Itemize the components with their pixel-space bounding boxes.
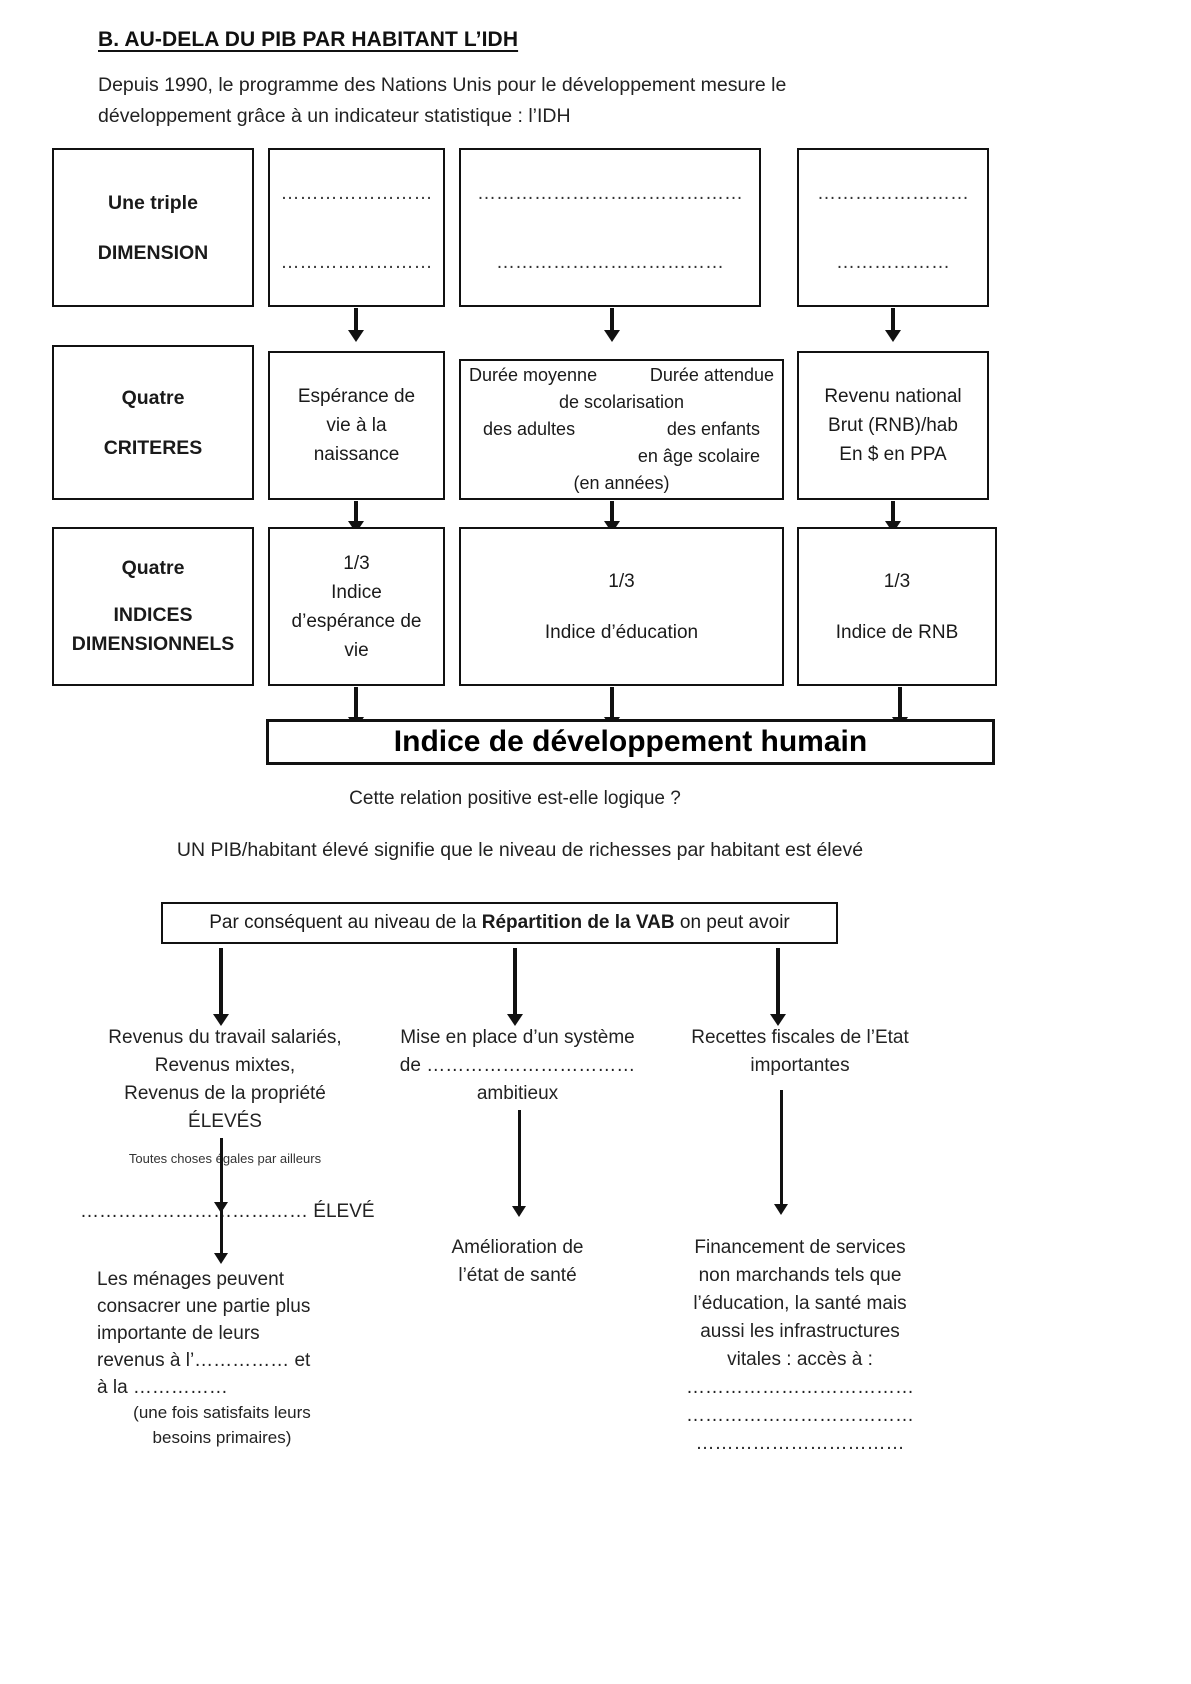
vab-prefix: Par conséquent au niveau de la (209, 912, 482, 933)
col-systeme-heading-line2: de …………………………… (385, 1052, 650, 1080)
row-label-indices-line3: DIMENSIONNELS (71, 633, 235, 655)
col-systeme-de: de (399, 1055, 427, 1076)
row-label-dimension-line1: Une triple (108, 191, 198, 214)
scolarisation-en-annees: (en années) (573, 473, 670, 493)
col-systeme-heading-line1: Mise en place d’un système (400, 1027, 635, 1048)
intro-line-2: développement grâce à un indicateur stat… (98, 105, 571, 127)
col-revenus-body-line4-b: et (289, 1350, 311, 1371)
col-recettes-outcome-line4: aussi les infrastructures (700, 1321, 900, 1342)
col-systeme-blank[interactable]: …………………………… (426, 1055, 636, 1076)
col-systeme-outcome-line1: Amélioration de (451, 1237, 584, 1258)
col-revenus-body-line2: consacrer une partie plus (97, 1296, 311, 1317)
col-revenus-blank-2[interactable]: …………… (132, 1377, 228, 1398)
col-revenus-footnote-line1: (une fois satisfaits leurs (133, 1403, 311, 1422)
indice-education-fraction: 1/3 (608, 570, 635, 592)
section-title: B. AU-DELA DU PIB PAR HABITANT L’IDH (98, 28, 519, 51)
row-label-criteres-line2: CRITERES (103, 436, 203, 459)
dimension-blank-2-line2: ……………………………… (496, 251, 724, 273)
dimension-blank-1-line1: …………………… (280, 182, 433, 204)
critere-revenu-national-brut: Revenu national Brut (RNB)/hab En $ en P… (797, 351, 989, 500)
dimension-blank-2-line1: …………………………………… (477, 182, 743, 204)
indice-esperance-text: Indice d’espérance de vie (291, 581, 422, 661)
col-revenus-eleve-word: ÉLEVÉ (308, 1201, 375, 1222)
row-label-dimension-line2: DIMENSION (97, 241, 209, 264)
col-revenus-body-line4: revenus à l’…………… et (97, 1347, 343, 1374)
col-revenus-body-line3: importante de leurs (97, 1323, 260, 1344)
col-revenus-note: Toutes choses égales par ailleurs (128, 1151, 322, 1166)
scolarisation-des-enfants: des enfants (666, 419, 760, 439)
col-recettes-outcome: Financement de services non marchands te… (655, 1234, 945, 1458)
scolarisation-de-scolarisation: de scolarisation (558, 392, 685, 412)
indice-rnb-fraction: 1/3 (883, 570, 911, 592)
indice-education-text: Indice d’éducation (544, 621, 699, 643)
col-systeme-outcome-line2: l’état de santé (458, 1265, 577, 1286)
dimension-blank-3[interactable]: …………………… ……………… (797, 148, 989, 307)
col-revenus-heading: Revenus du travail salariés, Revenus mix… (108, 1027, 342, 1132)
col-recettes-blank-1[interactable]: ……………………………… (686, 1377, 914, 1398)
col-revenus-body-line4-a: revenus à l’ (97, 1350, 195, 1371)
scolarisation-en-age-scolaire: en âge scolaire (637, 446, 760, 466)
idh-result-banner: Indice de développement humain (266, 719, 995, 765)
pib-statement: UN PIB/habitant élevé signifie que le ni… (176, 839, 864, 861)
col-revenus-eleve-line: ……………………………… ÉLEVÉ (80, 1198, 380, 1226)
row-label-dimension: Une triple DIMENSION (52, 148, 254, 307)
vab-suffix: on peut avoir (674, 912, 790, 933)
col-recettes-heading: Recettes fiscales de l’Etat importantes (655, 1024, 945, 1080)
idh-result-label: Indice de développement humain (393, 725, 868, 758)
col-revenus-footnote-line2: besoins primaires) (152, 1428, 292, 1447)
vab-bold-term: Répartition de la VAB (481, 912, 675, 933)
col-recettes-outcome-line2: non marchands tels que (698, 1265, 902, 1286)
col-recettes-outcome-line3: l’éducation, la santé mais (693, 1293, 907, 1314)
indice-esperance-de-vie: 1/3 Indice d’espérance de vie (268, 527, 445, 686)
col-recettes-blank-2[interactable]: ……………………………… (686, 1405, 914, 1426)
dimension-blank-2[interactable]: …………………………………… ……………………………… (459, 148, 761, 307)
col-revenus-body-line1: Les ménages peuvent (97, 1269, 284, 1290)
dimension-blank-3-line2: ……………… (836, 251, 950, 273)
relation-question: Cette relation positive est-elle logique… (349, 788, 681, 809)
repartition-vab-box: Par conséquent au niveau de la Répartiti… (161, 902, 838, 944)
row-label-indices-line1: Quatre (121, 557, 185, 579)
critere-esperance-de-vie-text: Espérance de vie à la naissance (297, 386, 416, 465)
indice-rnb: 1/3 Indice de RNB (797, 527, 997, 686)
row-label-indices-line2: INDICES (113, 604, 193, 626)
critere-esperance-de-vie: Espérance de vie à la naissance (268, 351, 445, 500)
critere-scolarisation: Durée moyenne Durée attendue de scolaris… (459, 359, 784, 500)
intro-paragraph: Depuis 1990, le programme des Nations Un… (98, 70, 978, 132)
col-systeme-outcome: Amélioration de l’état de santé (385, 1234, 650, 1290)
col-recettes-heading-line1: Recettes fiscales de l’Etat (691, 1027, 909, 1048)
row-label-indices: Quatre INDICES DIMENSIONNELS (52, 527, 254, 686)
col-revenus-body-line5: à la …………… (97, 1374, 343, 1401)
indice-esperance-fraction: 1/3 (343, 552, 370, 574)
dimension-blank-1[interactable]: …………………… …………………… (268, 148, 445, 307)
col-revenus-eleve-dots[interactable]: ……………………………… (80, 1201, 308, 1222)
dimension-blank-1-line2: …………………… (280, 251, 433, 273)
col-recettes-outcome-line5: vitales : accès à : (727, 1349, 873, 1370)
col-revenus-body: Les ménages peuvent consacrer une partie… (97, 1266, 343, 1401)
col-revenus-footnote: (une fois satisfaits leurs besoins prima… (97, 1400, 347, 1450)
col-recettes-heading-line2: importantes (750, 1055, 850, 1076)
row-label-criteres-line1: Quatre (121, 386, 185, 409)
dimension-blank-3-line1: …………………… (817, 182, 969, 204)
indice-rnb-text: Indice de RNB (835, 621, 959, 643)
col-systeme-heading-line3: ambitieux (476, 1083, 559, 1104)
row-label-criteres: Quatre CRITERES (52, 345, 254, 500)
scolarisation-duree-moyenne: Durée moyenne (469, 365, 598, 385)
critere-rnb-text: Revenu national Brut (RNB)/hab En $ en P… (824, 386, 962, 465)
col-recettes-outcome-line1: Financement de services (694, 1237, 906, 1258)
col-revenus-blank-1[interactable]: …………… (194, 1350, 290, 1371)
col-systeme-heading: Mise en place d’un système de …………………………… (385, 1024, 650, 1108)
intro-line-1: Depuis 1990, le programme des Nations Un… (98, 74, 787, 96)
col-recettes-blank-3[interactable]: …………………………… (695, 1433, 905, 1454)
indice-education: 1/3 Indice d’éducation (459, 527, 784, 686)
scolarisation-duree-attendue: Durée attendue (649, 365, 774, 385)
scolarisation-des-adultes: des adultes (483, 419, 576, 439)
col-revenus-body-line5-a: à la (97, 1377, 133, 1398)
